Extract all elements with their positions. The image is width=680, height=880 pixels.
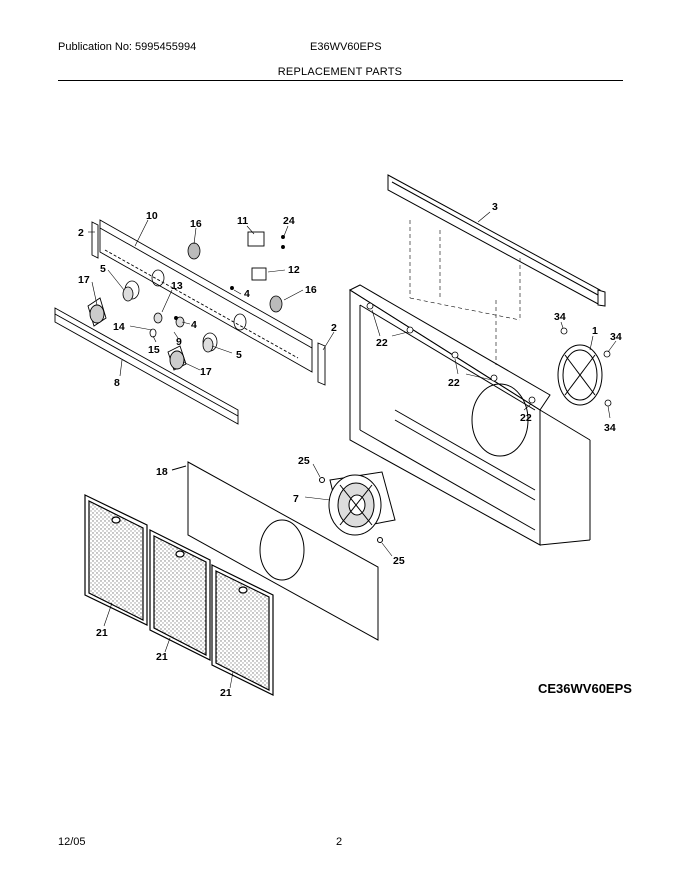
- callout-9: 9: [176, 336, 182, 348]
- knob-right: [167, 345, 187, 371]
- page-number: 2: [336, 836, 343, 848]
- callout-3: 3: [492, 201, 498, 213]
- trim-strip: [54, 307, 239, 425]
- ring-fasteners: [560, 327, 612, 407]
- transformer: [174, 231, 285, 320]
- panel-bracket-right: [317, 342, 326, 386]
- blower-fan: [319, 471, 396, 543]
- header-rule: [58, 80, 623, 81]
- callout-22-right: 22: [520, 412, 532, 424]
- callout-17-low: 17: [200, 366, 212, 378]
- callout-18: 18: [156, 466, 168, 478]
- grease-filter-2: [149, 529, 211, 661]
- diagram-model-tag: CE36WV60EPS: [538, 681, 632, 696]
- baffle-plate: [171, 461, 379, 641]
- grease-filter-3: [211, 564, 274, 696]
- callout-24: 24: [283, 215, 295, 227]
- filter-leaders: [103, 602, 234, 689]
- callout-15: 15: [148, 344, 160, 356]
- callout-16-right: 16: [305, 284, 317, 296]
- callout-13: 13: [171, 280, 183, 292]
- callout-22-mid: 22: [448, 377, 460, 389]
- top-rail: [387, 174, 606, 307]
- callout-4-mid: 4: [191, 319, 197, 331]
- footer-date: 12/05: [58, 836, 86, 848]
- callout-2-right: 2: [331, 322, 337, 334]
- callout-34-low: 34: [604, 422, 616, 434]
- fan-ring: [557, 344, 603, 406]
- grease-filter-1: [84, 494, 148, 626]
- callout-21-c: 21: [220, 687, 232, 699]
- callout-5-mid: 5: [236, 349, 242, 361]
- blower-leaders: [304, 463, 393, 557]
- callout-11: 11: [237, 215, 248, 227]
- callout-1: 1: [592, 325, 598, 337]
- section-title: REPLACEMENT PARTS: [277, 66, 403, 78]
- callout-4-top: 4: [244, 288, 250, 300]
- knob-left: [87, 297, 107, 327]
- panel-leaders: [88, 219, 335, 377]
- callout-21-b: 21: [156, 651, 168, 663]
- callout-5-top: 5: [100, 263, 106, 275]
- switch-mount: [122, 286, 214, 353]
- hood-body: [348, 284, 591, 546]
- callout-34-right: 34: [610, 331, 622, 343]
- callout-25-top: 25: [298, 455, 310, 467]
- hood-leaders: [371, 211, 617, 419]
- callout-14: 14: [113, 321, 125, 333]
- callout-2-left: 2: [78, 227, 84, 239]
- callout-22-left: 22: [376, 337, 388, 349]
- callout-17-top: 17: [78, 274, 90, 286]
- callouts: 2 10 16 11 24 12 16 5 17 13 4 14 4 9 15 …: [78, 201, 622, 699]
- callout-7: 7: [293, 493, 299, 505]
- mounting-screws: [366, 302, 536, 404]
- callout-12: 12: [288, 264, 300, 276]
- control-panel: [99, 219, 313, 373]
- callout-25-low: 25: [393, 555, 405, 567]
- publication-number: Publication No: 5995455994: [58, 41, 197, 53]
- callout-34-top: 34: [554, 311, 566, 323]
- panel-bracket-left: [91, 221, 99, 259]
- callout-21-a: 21: [96, 627, 108, 639]
- light-socket: [187, 242, 283, 313]
- model-number: E36WV60EPS: [310, 41, 382, 53]
- callout-16-top: 16: [190, 218, 202, 230]
- callout-8: 8: [114, 377, 120, 389]
- callout-10: 10: [146, 210, 158, 222]
- rail-dashes: [409, 220, 521, 365]
